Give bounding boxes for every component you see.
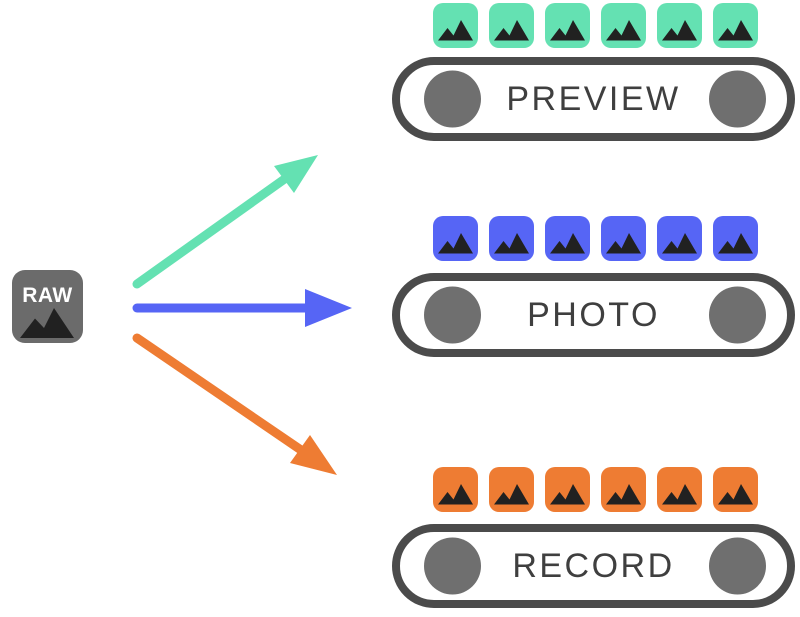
photo-reel: PHOTO [392,273,795,357]
image-frame-icon [713,3,758,48]
image-frame-icon [433,3,478,48]
image-frame-icon [489,3,534,48]
preview-frame-strip [433,3,758,48]
record-frame-strip [433,467,758,512]
image-frame-icon [657,216,702,261]
image-frame-icon [489,467,534,512]
reel-circle-left [424,70,481,128]
photo-frame-strip [433,216,758,261]
preview-label: PREVIEW [506,79,681,118]
arrow-to-preview [132,155,318,289]
image-frame-icon [601,216,646,261]
reel-circle-right [709,70,766,128]
preview-reel: PREVIEW [392,57,795,141]
raw-source-node: RAW [12,270,83,343]
arrow-to-photo [132,289,352,327]
image-frame-icon [433,216,478,261]
image-frame-icon [713,216,758,261]
image-frame-icon [601,467,646,512]
image-frame-icon [545,467,590,512]
image-frame-icon [433,467,478,512]
reel-circle-left [424,537,481,595]
mountains-icon [20,308,74,338]
photo-label: PHOTO [527,295,660,334]
image-frame-icon [545,3,590,48]
image-frame-icon [489,216,534,261]
image-frame-icon [713,467,758,512]
image-frame-icon [657,3,702,48]
image-frame-icon [601,3,646,48]
record-reel: RECORD [392,524,795,608]
reel-circle-left [424,286,481,344]
image-frame-icon [657,467,702,512]
raw-source-label: RAW [22,284,73,307]
reel-circle-right [709,537,766,595]
reel-circle-right [709,286,766,344]
record-label: RECORD [512,546,675,585]
image-frame-icon [545,216,590,261]
arrow-to-record [132,333,337,475]
